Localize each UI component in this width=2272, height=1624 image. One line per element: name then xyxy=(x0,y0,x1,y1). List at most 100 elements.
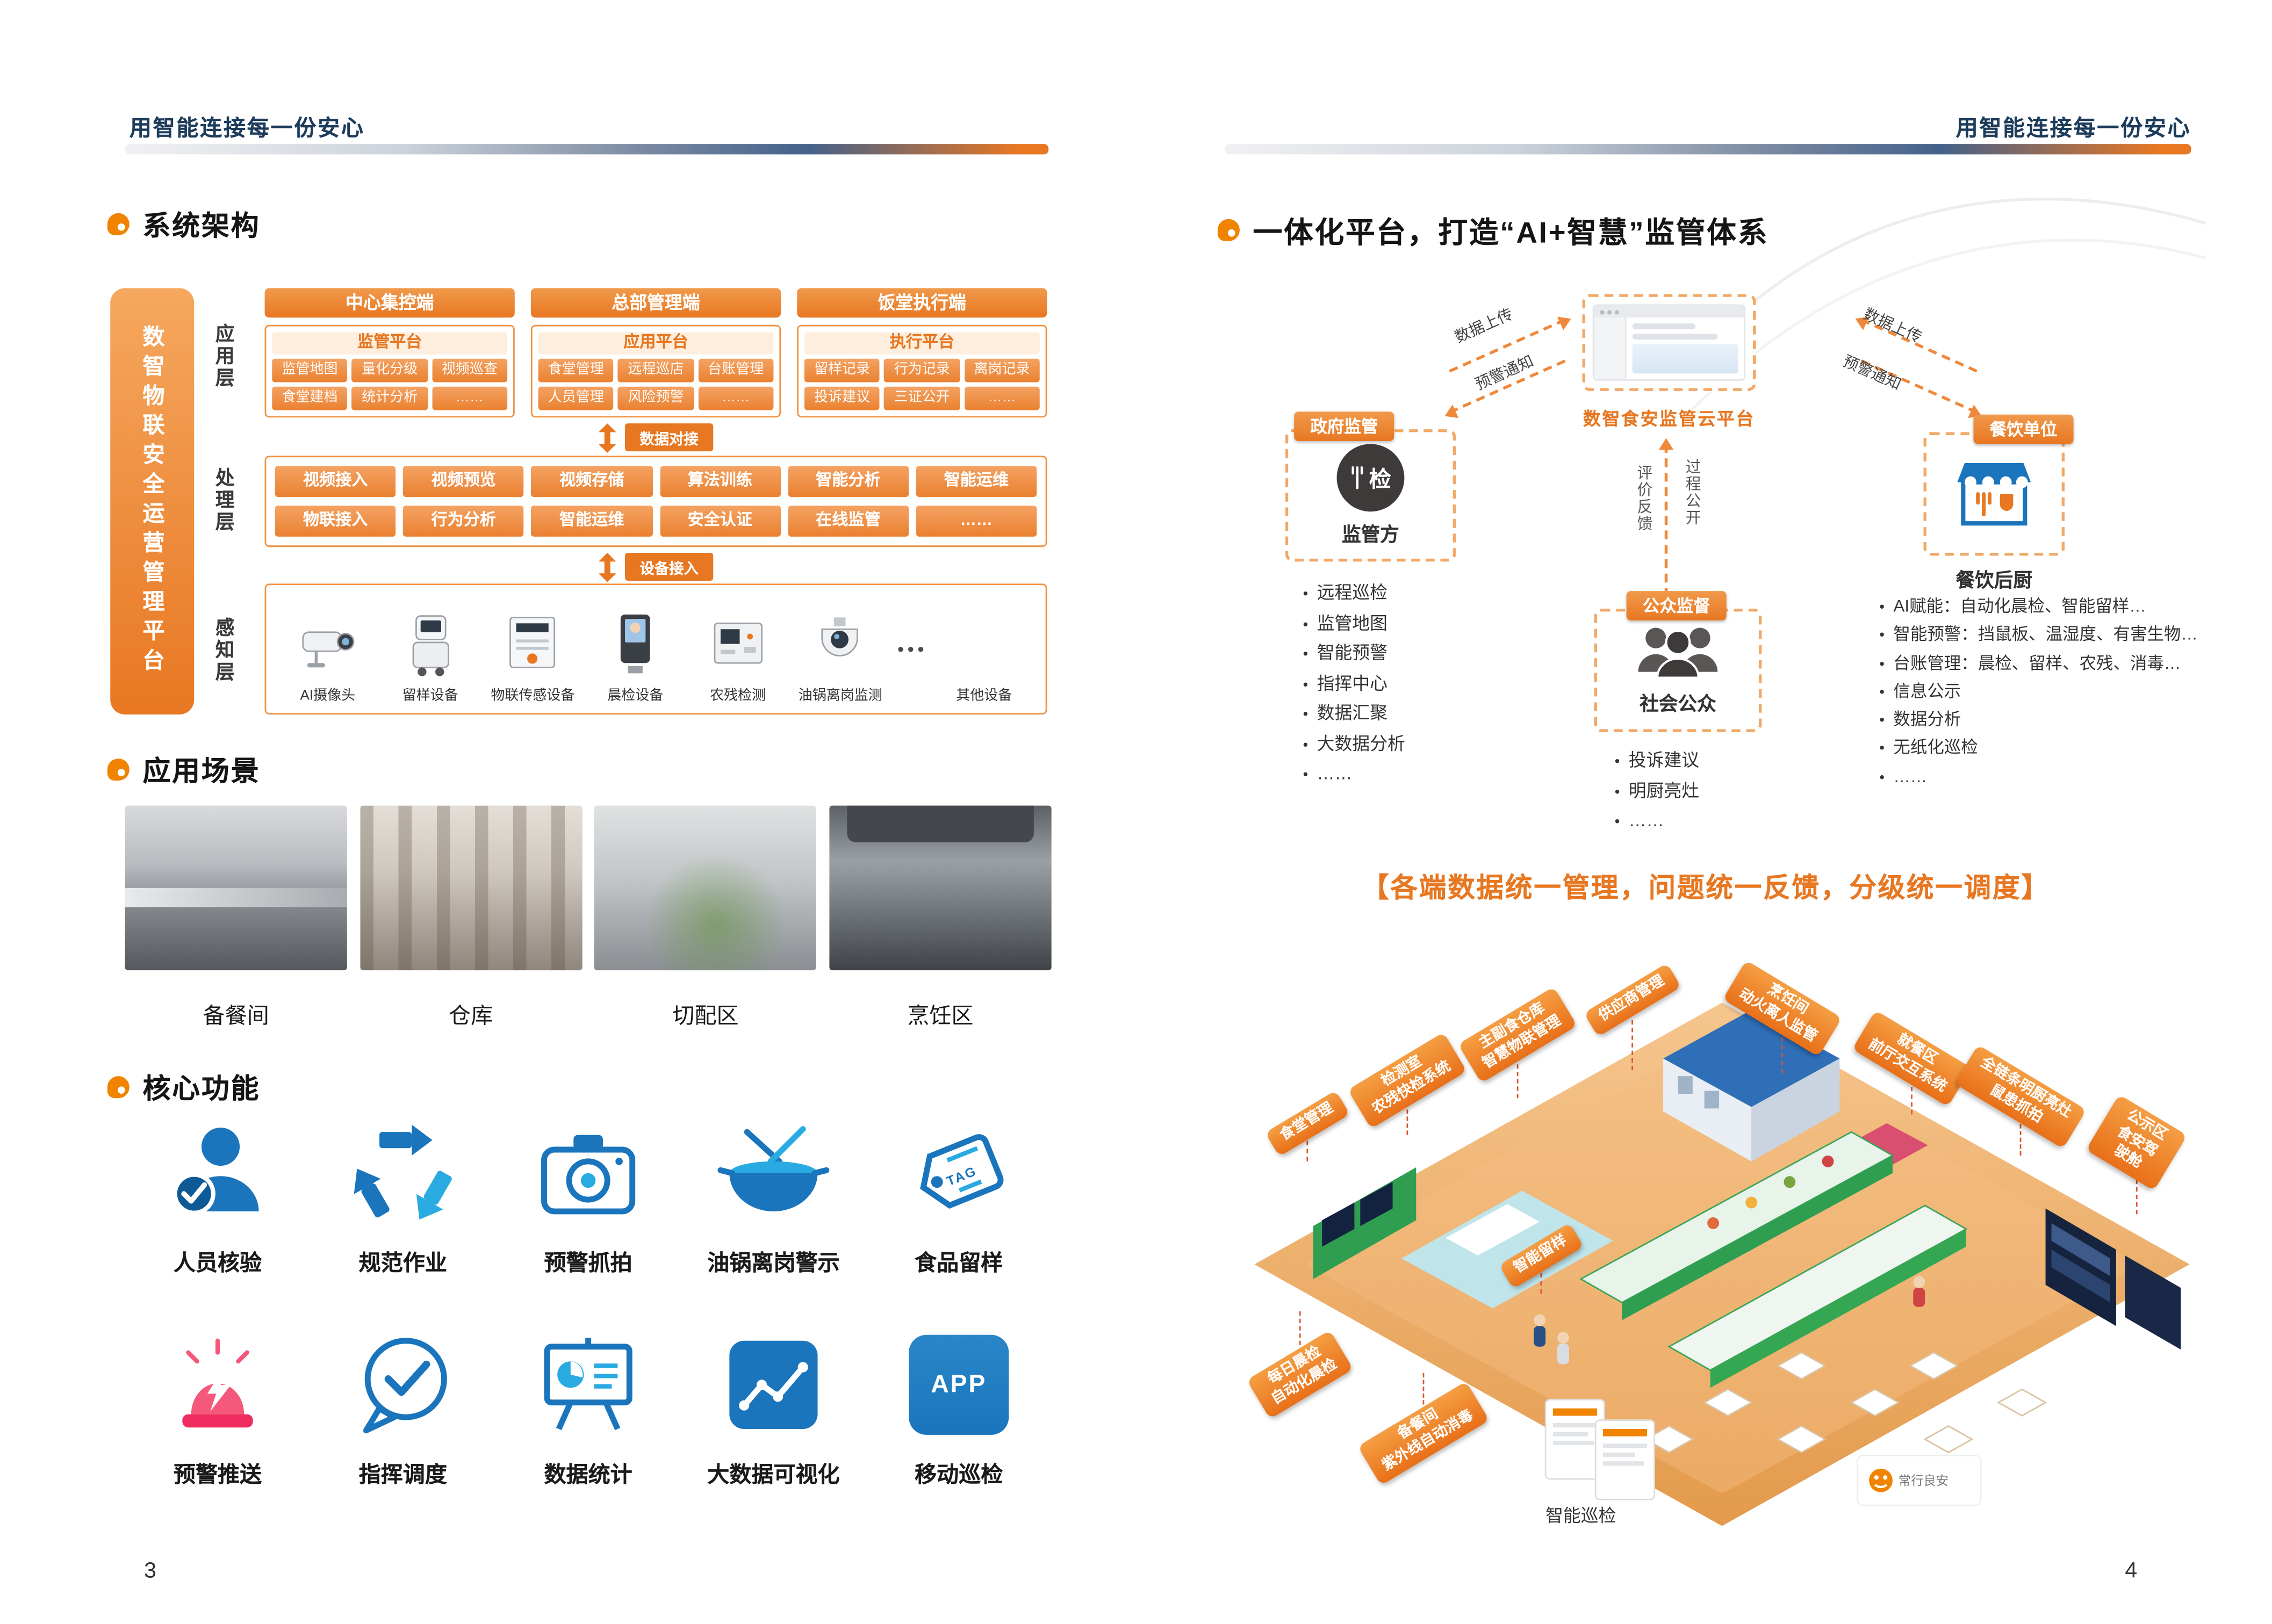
section-bullet-icon xyxy=(107,213,130,235)
public-box: 社会公众 xyxy=(1594,608,1762,732)
function-standard-work: 规范作业 xyxy=(310,1117,495,1277)
supervision-platform-box: 监管平台 监管地图 量化分级 视频巡查 食堂建档 统计分析 …… xyxy=(264,324,515,418)
function-person-verify: 人员核验 xyxy=(125,1117,311,1277)
device-pesticide-test: 农残检测 xyxy=(688,594,787,704)
device-wok-monitor: 油锅离岗监测 xyxy=(790,594,890,704)
restaurant-tag: 餐饮单位 xyxy=(1973,414,2074,444)
scenario-label: 切配区 xyxy=(672,1004,739,1029)
connector-line xyxy=(1299,1311,1301,1353)
bubble-check-icon xyxy=(347,1329,459,1441)
bullet-item: 指挥中心 xyxy=(1317,672,1388,694)
bullet-item: 智能预警 xyxy=(1317,642,1388,663)
people-group-icon xyxy=(1638,627,1718,679)
device-label: 其他设备 xyxy=(956,688,1012,704)
device-link-label: 设备接入 xyxy=(625,552,714,581)
platform-item: 食堂管理 xyxy=(538,358,614,382)
bullet-item: 信息公示 xyxy=(1893,683,1961,702)
bullet-item: 无纸化巡检 xyxy=(1893,740,1978,758)
function-label: 指挥调度 xyxy=(358,1462,447,1488)
scenario-label: 烹饪区 xyxy=(907,1004,974,1029)
bullet-item: 智能预警：挡鼠板、温湿度、有害生物… xyxy=(1893,626,2198,645)
double-arrow-icon xyxy=(598,552,616,582)
function-alert-capture: 预警抓拍 xyxy=(495,1117,681,1277)
section-bullet-icon xyxy=(1217,219,1240,241)
public-bullets: 投诉建议 明厨亮灶 …… xyxy=(1615,747,1699,837)
inspection-badge-text: 检 xyxy=(1369,466,1391,492)
public-name: 社会公众 xyxy=(1640,692,1716,714)
photo-prep-room xyxy=(125,805,347,971)
bullet-item: 大数据分析 xyxy=(1317,733,1405,754)
fork-icon xyxy=(1351,466,1363,489)
presentation-chart-icon xyxy=(533,1329,644,1441)
platform-item: 离岗记录 xyxy=(964,358,1040,382)
platform-item: 行为记录 xyxy=(884,358,960,382)
sampling-robot-icon xyxy=(412,615,449,676)
scenarios-title-text: 应用场景 xyxy=(142,757,261,788)
processing-item: 智能运维 xyxy=(916,466,1037,497)
arrow-upload-left-label: 数据上传 xyxy=(1452,306,1516,347)
function-label: 大数据可视化 xyxy=(707,1462,840,1488)
function-label: 数据统计 xyxy=(544,1462,632,1488)
section-title-architecture: 系统架构 xyxy=(107,204,261,244)
device-label: 晨检设备 xyxy=(607,688,664,704)
ai-camera-icon xyxy=(301,631,355,668)
morning-check-kiosk-icon xyxy=(620,614,650,674)
connector-line xyxy=(1422,1373,1425,1412)
processing-item: 物联接入 xyxy=(275,506,396,537)
bullet-item: AI赋能：自动化晨检、智能留样… xyxy=(1893,598,2146,616)
platform-item: …… xyxy=(432,386,508,410)
device-label: 物联传感设备 xyxy=(491,688,575,704)
section-title-platform: 一体化平台，打造“AI+智慧”监管体系 xyxy=(1217,209,1769,251)
platform-item: 留样记录 xyxy=(804,358,880,382)
feedback-label: 评价反馈 xyxy=(1635,464,1653,532)
connector-line xyxy=(1540,1273,1542,1294)
function-label: 移动巡检 xyxy=(915,1462,1003,1488)
bullet-item: 投诉建议 xyxy=(1628,749,1700,770)
platform-title: 监管平台 xyxy=(272,332,508,355)
bullet-item: 明厨亮灶 xyxy=(1628,779,1700,801)
section-title-functions: 核心功能 xyxy=(107,1067,261,1107)
platform-section-title-text: 一体化平台，打造“AI+智慧”监管体系 xyxy=(1253,218,1769,250)
connector-line xyxy=(1306,1141,1308,1161)
connector-line xyxy=(2019,1117,2022,1156)
inspection-badge-icon: 检 xyxy=(1336,444,1405,512)
platform-item: 量化分级 xyxy=(351,358,428,382)
column-header-center-control: 中心集控端 xyxy=(264,288,515,318)
function-dispatch: 指挥调度 xyxy=(310,1329,495,1489)
processing-item: …… xyxy=(916,506,1037,537)
platform-title: 执行平台 xyxy=(804,332,1040,355)
processing-item: 智能运维 xyxy=(531,506,652,537)
connector-line xyxy=(1406,1102,1408,1135)
device-morning-check: 晨检设备 xyxy=(586,594,685,704)
person-check-icon xyxy=(162,1117,274,1229)
scenario-labels: 备餐间 仓库 切配区 烹饪区 xyxy=(125,1000,1052,1030)
functions-row-2: 预警推送 指挥调度 数据统计 大数据可视化 APP 移动巡检 xyxy=(125,1329,1052,1489)
function-food-sample: TAG 食品留样 xyxy=(866,1117,1052,1277)
left-header-rule xyxy=(125,144,1049,155)
restaurant-bullets: AI赋能：自动化晨检、智能留样… 智能预警：挡鼠板、温湿度、有害生物… 台账管理… xyxy=(1879,594,2220,793)
government-box: 检 监管方 xyxy=(1285,429,1456,562)
column-header-canteen: 饭堂执行端 xyxy=(797,288,1047,318)
connector-line xyxy=(2136,1164,2138,1215)
layer-label-application: 应用层 xyxy=(212,322,235,389)
public-supervision-tag: 公众监督 xyxy=(1626,591,1727,620)
double-arrow-icon xyxy=(598,422,616,452)
functions-row-1: 人员核验 规范作业 预警抓拍 油锅离岗警示 TAG 食品留样 xyxy=(125,1117,1052,1277)
arrow-notice-right-label: 预警通知 xyxy=(1839,352,1904,394)
processing-layer-box: 视频接入 视频预览 视频存储 算法训练 智能分析 智能运维 物联接入 行为分析 … xyxy=(264,456,1047,547)
page-number-right: 4 xyxy=(2125,1558,2138,1584)
scenario-label: 备餐间 xyxy=(203,1004,269,1029)
bullet-item: 数据汇聚 xyxy=(1317,703,1388,724)
column-header-headquarters: 总部管理端 xyxy=(530,288,781,318)
line-chart-icon xyxy=(717,1329,829,1441)
function-label: 油锅离岗警示 xyxy=(707,1251,840,1276)
data-link-label: 数据对接 xyxy=(625,423,714,452)
function-label: 人员核验 xyxy=(173,1251,262,1276)
isometric-floor-illustration xyxy=(1254,1002,2190,1526)
platform-item: 风险预警 xyxy=(618,386,694,410)
photo-warehouse xyxy=(360,805,582,971)
functions-title-text: 核心功能 xyxy=(142,1074,261,1106)
bullet-item: …… xyxy=(1893,768,1928,786)
mini-browser-mock xyxy=(1592,304,1746,381)
feedback-arrow xyxy=(1658,438,1674,603)
